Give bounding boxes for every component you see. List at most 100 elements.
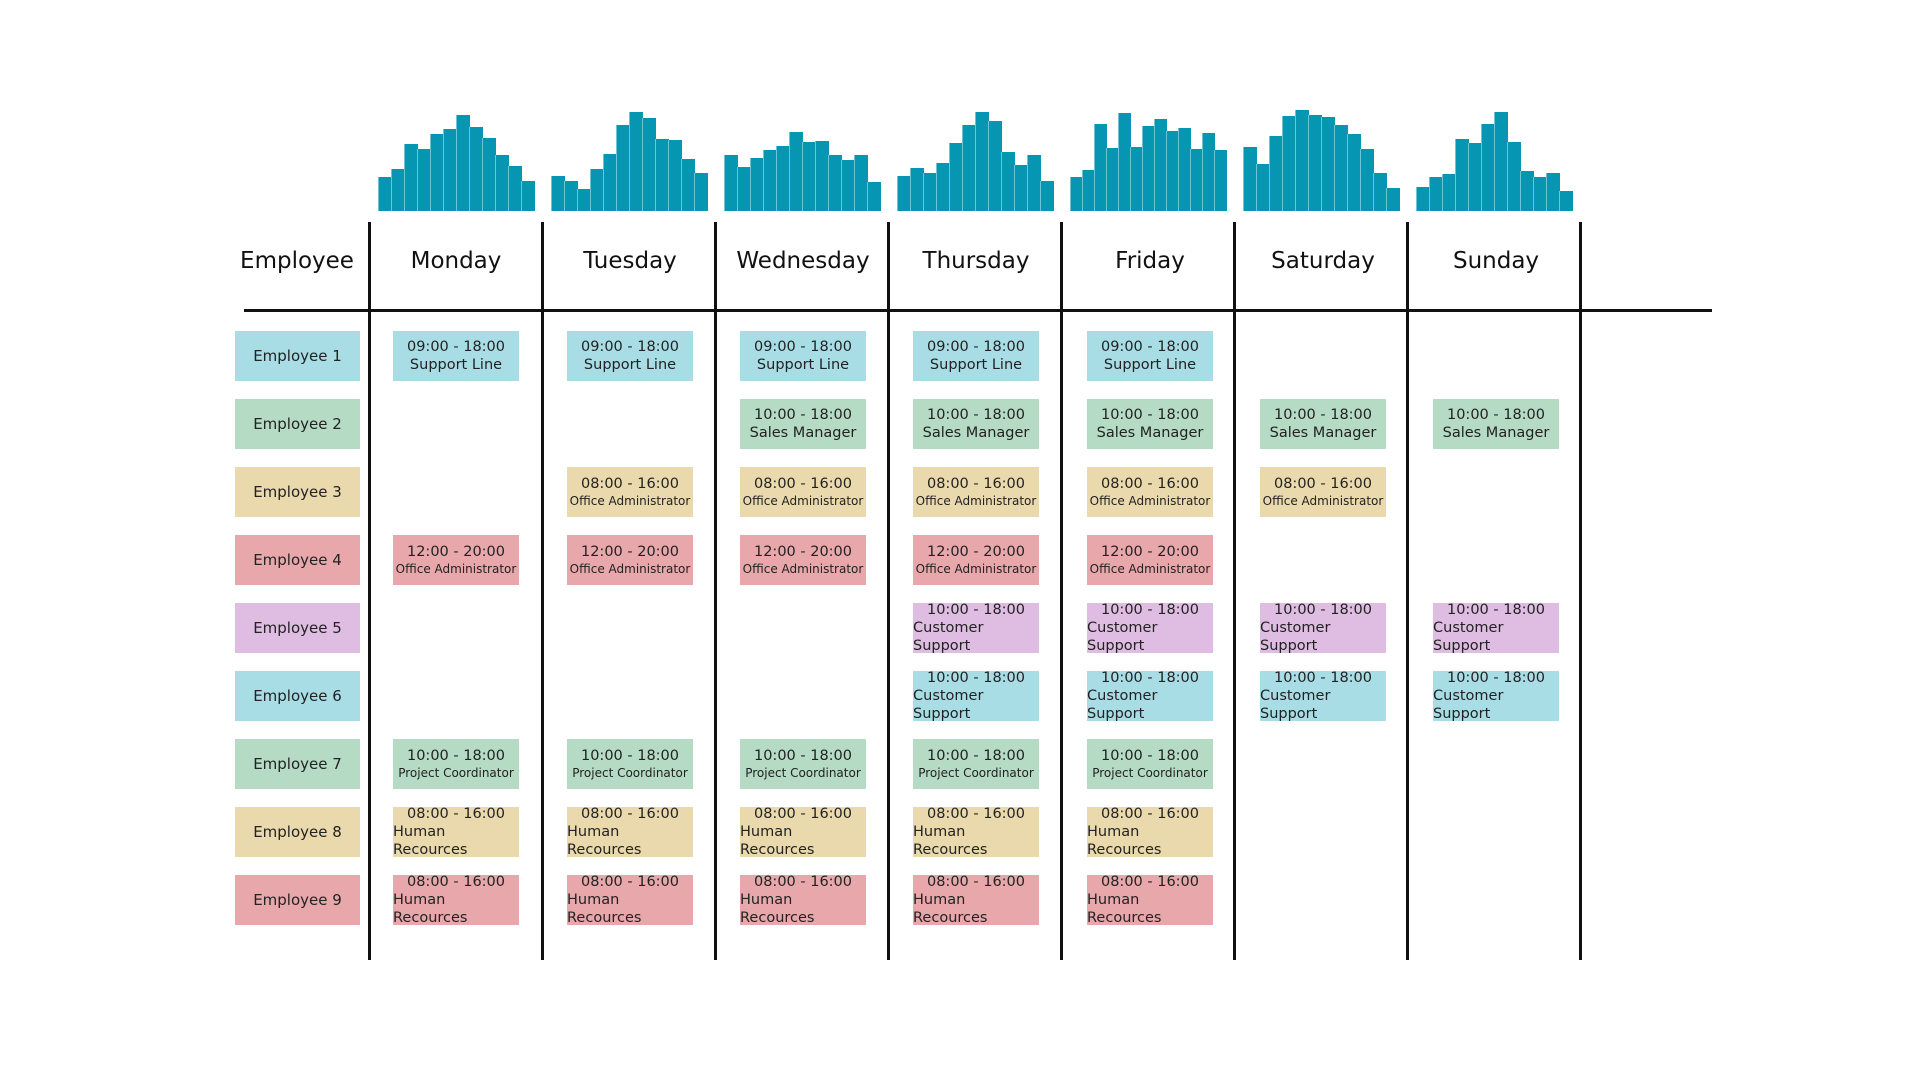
load-chart-wednesday xyxy=(724,106,881,211)
load-bar xyxy=(1166,131,1179,211)
employee-label[interactable]: Employee 4 xyxy=(235,535,360,585)
shift-time: 12:00 - 20:00 xyxy=(1100,544,1200,561)
load-bar xyxy=(1027,155,1041,211)
employee-label[interactable]: Employee 9 xyxy=(235,875,360,925)
load-bar xyxy=(694,173,708,211)
load-bar xyxy=(577,189,591,211)
shift-time: 08:00 - 16:00 xyxy=(753,873,853,890)
shift-role: Project Coordinator xyxy=(572,765,688,780)
column-divider xyxy=(887,222,890,960)
employee-label[interactable]: Employee 1 xyxy=(235,331,360,381)
load-chart-friday xyxy=(1070,106,1227,211)
load-bar xyxy=(1494,112,1508,211)
load-bar xyxy=(1040,181,1054,211)
load-bar xyxy=(404,144,418,211)
load-chart-monday xyxy=(378,106,535,211)
load-bar xyxy=(629,112,643,211)
load-bar xyxy=(1118,113,1131,211)
load-bar xyxy=(564,181,578,211)
load-bar xyxy=(1082,170,1095,211)
load-bar xyxy=(603,154,617,211)
column-divider xyxy=(1579,222,1582,960)
load-bar xyxy=(417,149,431,211)
shift-role: Project Coordinator xyxy=(918,765,1034,780)
shift-time: 10:00 - 18:00 xyxy=(1446,601,1546,618)
shift-role: Project Coordinator xyxy=(745,765,861,780)
shift-time: 10:00 - 18:00 xyxy=(406,748,506,765)
load-bar xyxy=(789,132,803,211)
shift-role: Support Line xyxy=(929,357,1023,373)
shift-time: 10:00 - 18:00 xyxy=(753,406,853,423)
employee-label[interactable]: Employee 5 xyxy=(235,603,360,653)
employee-label[interactable]: Employee 8 xyxy=(235,807,360,857)
employee-label[interactable]: Employee 7 xyxy=(235,739,360,789)
load-bar xyxy=(802,142,816,211)
shift-role: Human Recources xyxy=(567,823,642,859)
shift-time: 08:00 - 16:00 xyxy=(1273,476,1373,493)
load-chart-thursday xyxy=(897,106,1054,211)
employee-label[interactable]: Employee 2 xyxy=(235,399,360,449)
shift-role: Human Recources xyxy=(1087,823,1162,859)
load-bar xyxy=(1154,119,1167,211)
shift-time: 12:00 - 20:00 xyxy=(580,544,680,561)
load-bar xyxy=(590,169,604,211)
load-bar xyxy=(962,125,976,211)
shift-time: 10:00 - 18:00 xyxy=(1100,669,1200,686)
shift-role: Support Line xyxy=(756,357,850,373)
employee-label[interactable]: Employee 3 xyxy=(235,467,360,517)
shift-role: Support Line xyxy=(1103,357,1197,373)
load-bar xyxy=(867,182,881,211)
load-chart-tuesday xyxy=(551,106,708,211)
shift-role: Sales Manager xyxy=(1269,425,1377,441)
employee-label[interactable]: Employee 6 xyxy=(235,671,360,721)
shift-role: Human Recources xyxy=(913,823,988,859)
load-bar xyxy=(495,155,509,211)
load-bar xyxy=(854,155,868,211)
load-bar xyxy=(521,181,535,211)
